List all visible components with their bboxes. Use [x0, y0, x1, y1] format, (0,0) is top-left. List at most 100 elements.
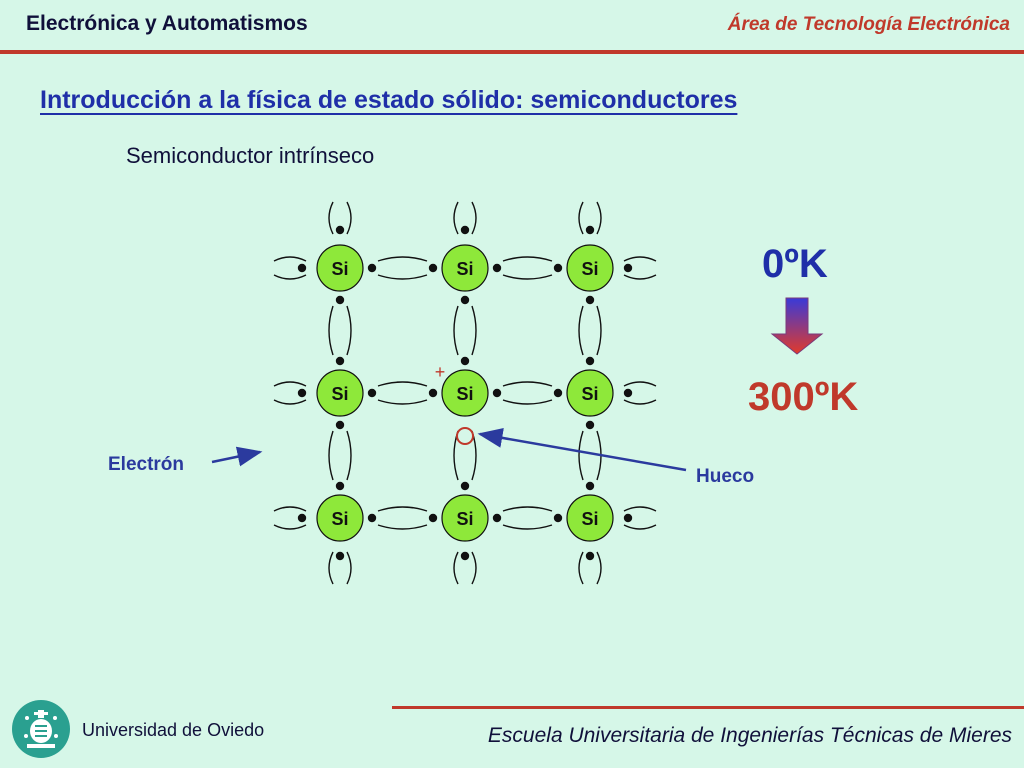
electron-dot — [585, 481, 595, 491]
silicon-atom: Si — [316, 494, 364, 542]
atom-label: Si — [456, 259, 473, 279]
electron-dot — [297, 388, 307, 398]
bond-line — [596, 305, 602, 356]
bond-line — [578, 551, 584, 585]
atom-label: Si — [581, 259, 598, 279]
electron-dot — [553, 513, 563, 523]
department-title: Área de Tecnología Electrónica — [727, 14, 1010, 35]
electron-label: Electrón — [108, 454, 185, 475]
bond-line — [578, 305, 584, 356]
electron-dot — [460, 551, 470, 561]
bond-line — [273, 524, 307, 530]
bond-line — [623, 274, 657, 280]
hole-charge-sign: + — [435, 362, 446, 382]
electron-dot — [460, 356, 470, 366]
covalent-bonds — [273, 201, 657, 585]
electron-dot — [585, 551, 595, 561]
electron-dot — [553, 388, 563, 398]
atom-label: Si — [331, 509, 348, 529]
slide-title: Introducción a la física de estado sólid… — [40, 86, 738, 114]
bond-line — [273, 274, 307, 280]
electron-dot — [367, 263, 377, 273]
bond-line — [471, 305, 477, 356]
bond-line — [377, 524, 428, 530]
bond-line — [346, 430, 352, 481]
temperature-cold-label: 0ºK — [762, 242, 828, 286]
bond-line — [453, 305, 459, 356]
bond-line — [502, 256, 553, 262]
university-name: Universidad de Oviedo — [82, 720, 265, 740]
bond-line — [377, 274, 428, 280]
electron-dot — [335, 481, 345, 491]
atom-label: Si — [331, 384, 348, 404]
electron-pointer-arrow — [211, 446, 263, 467]
bond-line — [328, 430, 334, 481]
bond-line — [328, 305, 334, 356]
bond-line — [596, 201, 602, 235]
temperature-hot-label: 300ºK — [748, 375, 859, 419]
bond-line — [273, 256, 307, 262]
electron-dot — [460, 225, 470, 235]
bond-line — [623, 256, 657, 262]
electron-dot — [460, 295, 470, 305]
electron-dot — [585, 420, 595, 430]
footer-divider — [392, 706, 1024, 709]
bond-line — [578, 201, 584, 235]
bond-line — [502, 274, 553, 280]
school-name: Escuela Universitaria de Ingenierías Téc… — [487, 724, 1012, 747]
header-divider — [0, 50, 1024, 54]
bond-line — [328, 201, 334, 235]
bond-line — [623, 399, 657, 405]
silicon-atom: Si — [316, 369, 364, 417]
electron-dot — [623, 513, 633, 523]
electron-dot — [297, 263, 307, 273]
temperature-arrow-icon — [770, 297, 824, 355]
hole-circle — [456, 427, 474, 445]
bond-line — [502, 399, 553, 405]
electron-dot — [335, 295, 345, 305]
bond-line — [502, 524, 553, 530]
electron-dot — [492, 388, 502, 398]
electron-dot — [585, 295, 595, 305]
bond-line — [346, 201, 352, 235]
bond-line — [578, 430, 584, 481]
course-title: Electrónica y Automatismos — [26, 12, 308, 35]
bond-line — [273, 399, 307, 405]
bond-line — [623, 506, 657, 512]
electron-dot — [335, 225, 345, 235]
electron-dot — [585, 356, 595, 366]
electron-dot — [428, 513, 438, 523]
bond-line — [471, 201, 477, 235]
atom-label: Si — [456, 384, 473, 404]
bond-line — [453, 201, 459, 235]
silicon-atom: Si — [441, 244, 489, 292]
bond-line — [273, 381, 307, 387]
electron-dot — [367, 388, 377, 398]
atom-label: Si — [581, 384, 598, 404]
electron-dot — [492, 263, 502, 273]
bond-line — [377, 399, 428, 405]
electron-dot — [428, 263, 438, 273]
electron-dot — [335, 420, 345, 430]
electron-dot — [460, 481, 470, 491]
hole-markers: + — [435, 362, 474, 445]
electron-dot — [297, 513, 307, 523]
bond-line — [596, 430, 602, 481]
bond-line — [502, 381, 553, 387]
electron-dot — [553, 263, 563, 273]
electron-dot — [585, 225, 595, 235]
bond-line — [623, 381, 657, 387]
electron-dot — [623, 388, 633, 398]
hole-label: Hueco — [696, 466, 755, 487]
electron-dot — [492, 513, 502, 523]
bond-line — [596, 551, 602, 585]
bond-line — [377, 256, 428, 262]
university-logo-icon — [12, 700, 70, 758]
atom-label: Si — [331, 259, 348, 279]
silicon-atom: Si — [566, 494, 614, 542]
electron-dot — [623, 263, 633, 273]
bond-line — [273, 506, 307, 512]
bond-line — [328, 551, 334, 585]
silicon-atom: Si — [441, 369, 489, 417]
